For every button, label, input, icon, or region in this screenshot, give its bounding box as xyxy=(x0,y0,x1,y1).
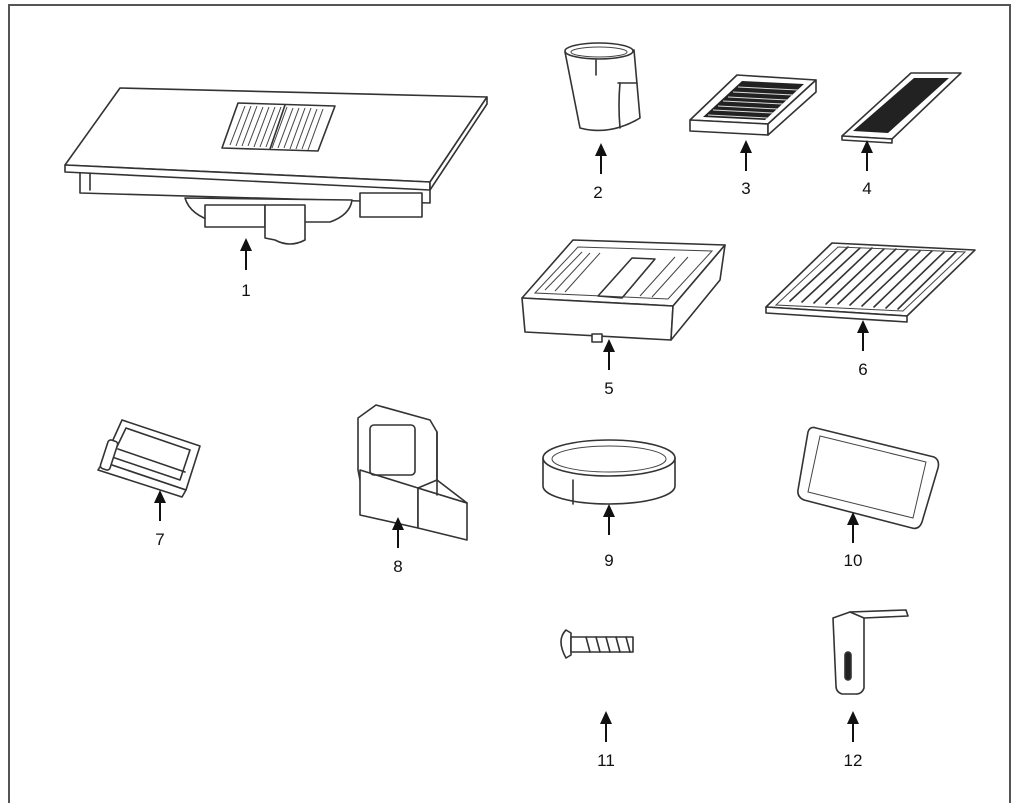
part-4-label: 4 xyxy=(862,179,871,198)
part-10-gasket xyxy=(797,426,940,530)
part-6-grille xyxy=(765,242,976,323)
part-7-connector xyxy=(97,419,201,498)
part-12-bracket xyxy=(832,609,909,695)
part-11-label: 11 xyxy=(597,751,615,770)
part-1-callout: 1 xyxy=(240,238,252,300)
part-8-elbow xyxy=(357,404,468,541)
part-12-callout: 12 xyxy=(844,711,863,770)
part-4-filter xyxy=(841,72,962,144)
part-2-label: 2 xyxy=(593,183,602,202)
part-3-label: 3 xyxy=(741,179,750,198)
part-1-cooktop xyxy=(64,87,488,245)
part-10-callout: 10 xyxy=(844,512,863,570)
part-5-label: 5 xyxy=(604,379,613,398)
part-5-callout: 5 xyxy=(603,339,615,398)
part-8-callout: 8 xyxy=(392,517,404,576)
part-10-label: 10 xyxy=(844,551,863,570)
part-9-ring xyxy=(542,439,676,505)
diagram-frame xyxy=(8,4,1011,803)
part-9-label: 9 xyxy=(604,551,613,570)
part-2-callout: 2 xyxy=(593,143,607,202)
part-1-label: 1 xyxy=(241,281,250,300)
part-6-callout: 6 xyxy=(857,320,869,379)
part-2-cup xyxy=(564,42,641,132)
part-7-callout: 7 xyxy=(154,490,166,549)
part-11-callout: 11 xyxy=(597,711,615,770)
part-12-label: 12 xyxy=(844,751,863,770)
part-3-callout: 3 xyxy=(740,140,752,198)
part-6-label: 6 xyxy=(858,360,867,379)
part-5-tray xyxy=(521,239,726,343)
part-4-callout: 4 xyxy=(861,140,873,198)
part-9-callout: 9 xyxy=(603,504,615,570)
part-7-label: 7 xyxy=(155,530,164,549)
part-8-label: 8 xyxy=(393,557,402,576)
part-11-screw xyxy=(560,629,634,659)
part-3-filter xyxy=(689,74,817,136)
